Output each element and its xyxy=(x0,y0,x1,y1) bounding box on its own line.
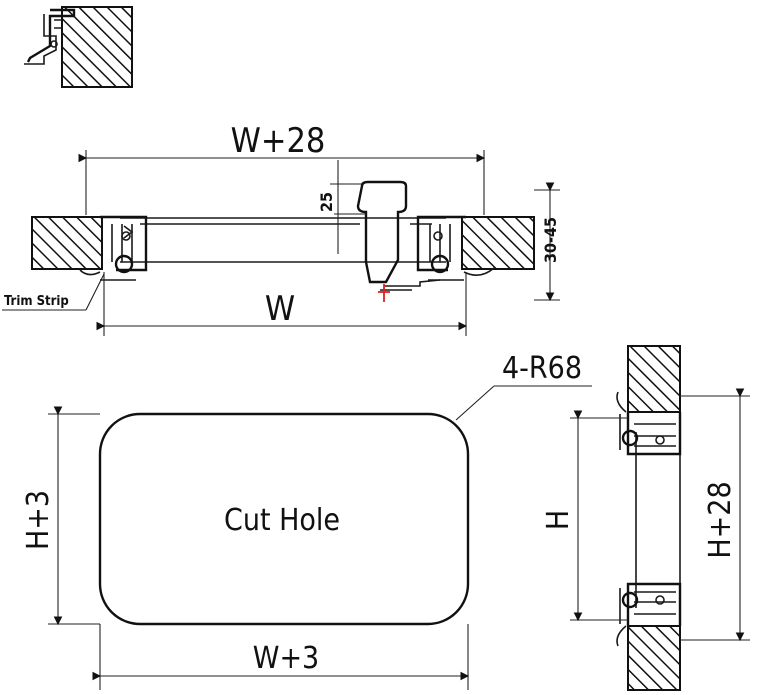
dim-cut-height: H+3 xyxy=(21,490,56,550)
dim-depth-25: 25 xyxy=(317,192,336,212)
cut-hole-shape xyxy=(98,412,470,626)
dim-inner-width: W xyxy=(265,289,295,329)
radius-label: 4-R68 xyxy=(502,351,582,386)
dim-side-height: H xyxy=(541,510,576,530)
side-wall-top xyxy=(627,345,681,413)
cut-hole-label: Cut Hole xyxy=(224,503,340,538)
side-wall-bottom xyxy=(627,625,681,691)
wall-left xyxy=(31,216,103,270)
profile-detail-icon xyxy=(24,6,133,88)
wall-right xyxy=(461,216,535,270)
dim-side-height-total: H+28 xyxy=(703,481,738,558)
top-cross-section: W+28 25 xyxy=(2,121,560,336)
trim-strip-label: Trim Strip xyxy=(4,294,69,309)
side-cross-section: H H+28 xyxy=(541,345,750,691)
dim-cut-width: W+3 xyxy=(253,641,319,676)
cut-hole-view: Cut Hole 4-R68 H+3 W+3 xyxy=(21,351,592,690)
dim-top-width: W+28 xyxy=(231,121,326,161)
dim-depth-range: 30-45 xyxy=(541,217,560,263)
